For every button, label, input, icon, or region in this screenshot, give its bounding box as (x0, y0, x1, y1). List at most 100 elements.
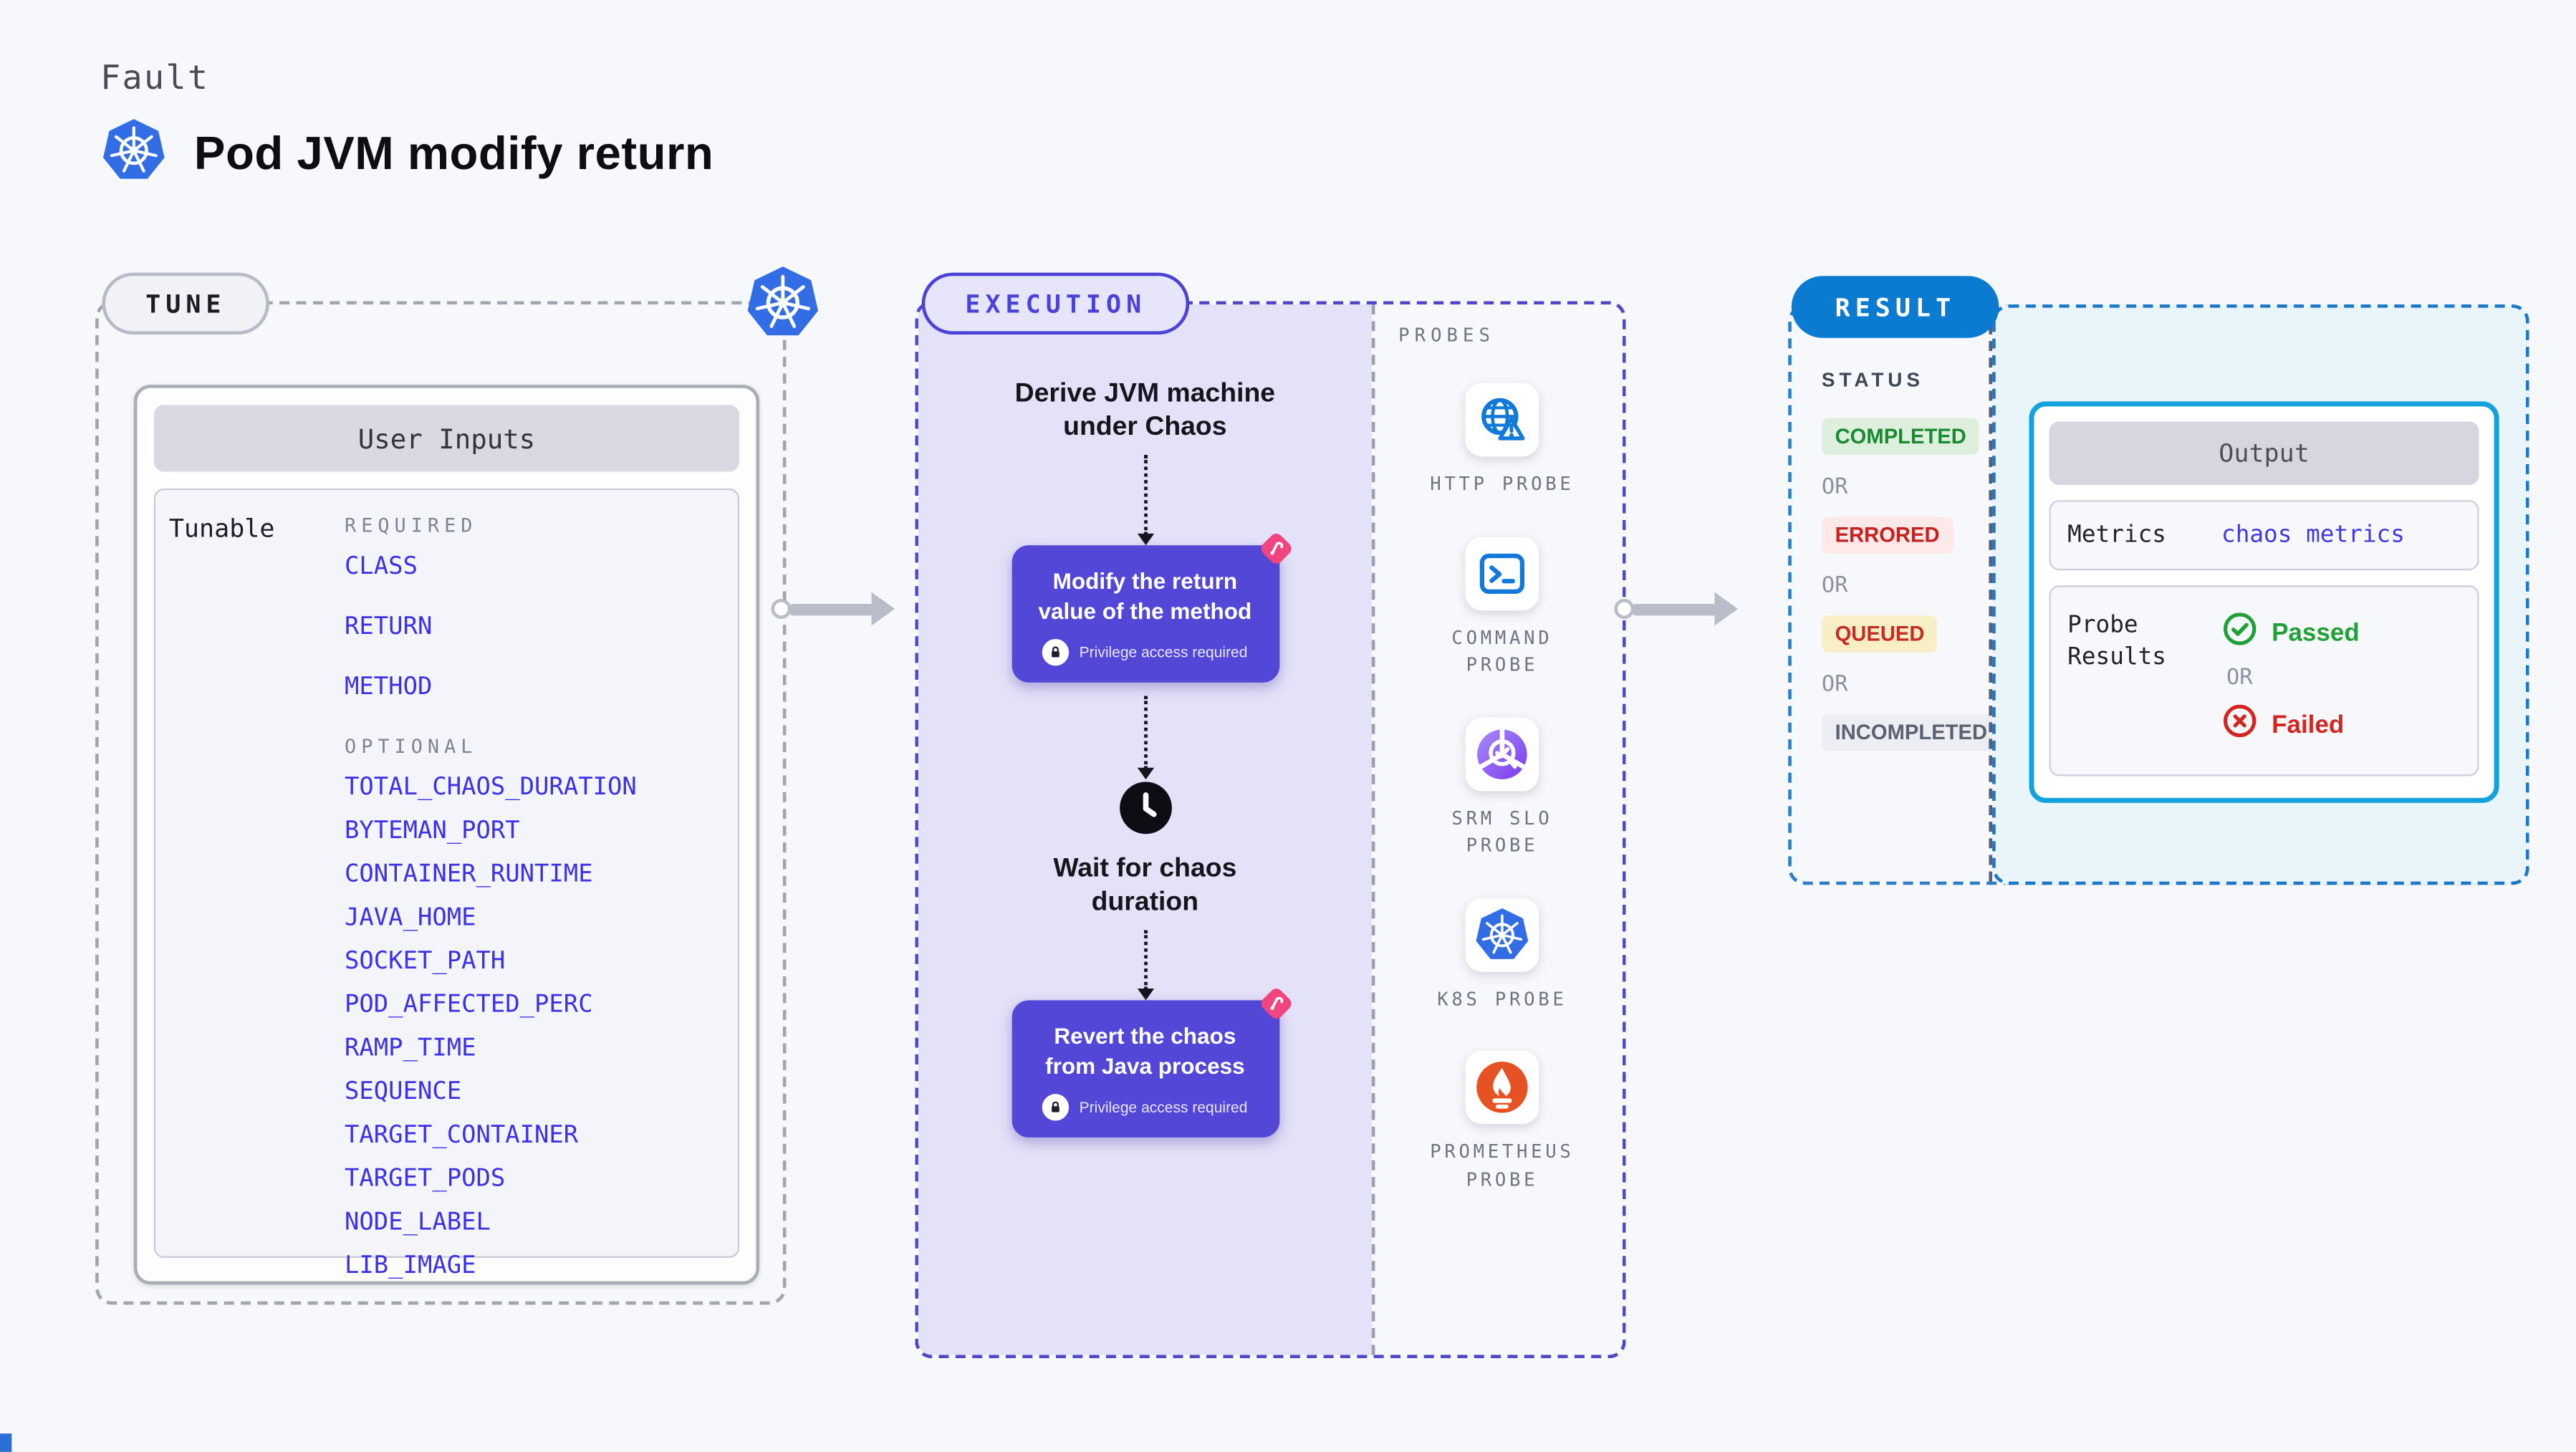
tunable-item: RETURN (345, 613, 433, 641)
result-panel: RESULT STATUS COMPLETED OR ERRORED OR QU… (1788, 276, 2529, 885)
probe-item-command: COMMAND PROBE (1408, 536, 1596, 680)
execution-panel: EXECUTION Derive JVM machine under Chaos (915, 272, 1626, 1359)
chaos-experiment-icon (1254, 527, 1297, 577)
probe-results-label: Probe Results (2067, 612, 2166, 671)
or-separator: OR (1821, 573, 1848, 599)
tunable-row-label: Tunable (168, 513, 275, 544)
status-output-divider (1989, 307, 1993, 882)
execution-flow: Derive JVM machine under Chaos Modi (918, 304, 1372, 1355)
kubernetes-icon (1465, 897, 1539, 971)
tunable-item: SOCKET_PATH (345, 948, 506, 976)
probe-label: COMMAND PROBE (1451, 626, 1553, 676)
status-column: STATUS COMPLETED OR ERRORED OR QUEUED OR… (1792, 308, 2001, 882)
arrow-head-icon (1136, 533, 1154, 546)
revert-step-box: Revert the chaos from Java process Privi… (1011, 989, 1291, 1138)
check-circle-icon (2221, 610, 2258, 654)
tune-to-execution-arrow (771, 592, 895, 626)
tune-badge: TUNE (102, 272, 270, 335)
probe-failed-line: Failed (2221, 703, 2360, 746)
arrow-head-icon (1714, 592, 1739, 626)
status-badge-errored: ERRORED (1821, 516, 1953, 554)
flow-connector (1143, 455, 1147, 536)
modify-step-box: Modify the return value of the method Pr… (1011, 534, 1291, 683)
modify-step-label: Modify the return value of the method (1038, 568, 1252, 623)
globe-alert-icon (1465, 383, 1539, 457)
page-title-bar: Pod JVM modify return (100, 117, 713, 191)
probes-panel: PROBES (1371, 304, 1630, 1355)
metrics-value: chaos metrics (2221, 521, 2405, 549)
metrics-row: Metrics chaos metrics (2049, 500, 2479, 571)
tunable-item: CLASS (345, 553, 418, 581)
tunable-item: METHOD (345, 674, 433, 701)
tunable-item: TARGET_PODS (345, 1165, 506, 1193)
clock-icon (1117, 779, 1173, 843)
arrow-head-icon (871, 592, 895, 626)
probe-item-prometheus: PROMETHEUS PROBE (1408, 1050, 1596, 1194)
probe-label: PROMETHEUS PROBE (1430, 1140, 1575, 1191)
tunable-item: SEQUENCE (345, 1079, 462, 1106)
user-inputs-body: Tunable REQUIRED CLASS RETURN METHOD OPT… (153, 488, 740, 1279)
tunable-item: CONTAINER_RUNTIME (345, 861, 593, 888)
page-title: Pod JVM modify return (193, 127, 714, 179)
probe-label: K8S PROBE (1437, 987, 1567, 1010)
tunable-item: JAVA_HOME (345, 905, 476, 932)
required-section-label: REQUIRED (345, 513, 478, 537)
or-separator: OR (2226, 665, 2253, 691)
probe-item-k8s: K8S PROBE (1408, 897, 1596, 1014)
page-edge-artifact (0, 1433, 12, 1452)
arrow-head-icon (1136, 768, 1154, 780)
probe-results-row: Probe Results Passed OR (2049, 585, 2479, 777)
output-panel: Output Metrics chaos metrics Probe Resul… (1992, 304, 2529, 885)
user-inputs-header: User Inputs (153, 405, 740, 472)
revert-step-label: Revert the chaos from Java process (1045, 1024, 1245, 1079)
flow-connector (1143, 696, 1147, 770)
or-separator: OR (1821, 475, 1848, 501)
tunable-item: LIB_IMAGE (345, 1252, 476, 1280)
flow-connector (1143, 930, 1147, 991)
privilege-note-text: Privilege access required (1079, 1099, 1248, 1116)
probe-label: HTTP PROBE (1430, 473, 1575, 496)
derive-step-label: Derive JVM machine under Chaos (1014, 380, 1276, 442)
optional-section-label: OPTIONAL (345, 734, 478, 758)
probe-item-srm-slo: SRM SLO PROBE (1408, 716, 1596, 861)
status-section-label: STATUS (1821, 367, 1924, 392)
passed-label: Passed (2272, 617, 2360, 647)
terminal-icon (1465, 536, 1539, 610)
metrics-label: Metrics (2067, 521, 2166, 548)
tunable-item: TOTAL_CHAOS_DURATION (345, 774, 637, 802)
probes-section-label: PROBES (1398, 324, 1495, 347)
kubernetes-icon (100, 117, 167, 191)
status-badge-queued: QUEUED (1821, 615, 1938, 653)
prometheus-flame-icon (1465, 1050, 1539, 1125)
wait-step-label: Wait for chaos duration (1053, 855, 1237, 917)
arrow-start-dot (1614, 598, 1635, 619)
privilege-note: Privilege access required (1028, 639, 1262, 666)
status-badge-completed: COMPLETED (1821, 418, 1980, 456)
execution-to-result-arrow (1614, 592, 1739, 626)
tune-panel: TUNE User Inputs Tunable REQUIRED (95, 266, 819, 1305)
kubernetes-icon (744, 264, 821, 348)
output-box: Output Metrics chaos metrics Probe Resul… (2029, 401, 2499, 803)
result-badge: RESULT (1791, 276, 1999, 338)
tunable-item: POD_AFFECTED_PERC (345, 991, 593, 1019)
tunable-item: BYTEMAN_PORT (345, 817, 520, 845)
or-separator: OR (1821, 672, 1848, 698)
status-badge-incompleted: INCOMPLETED (1821, 714, 2001, 751)
lock-icon (1042, 1094, 1070, 1121)
probe-passed-line: Passed (2221, 610, 2360, 654)
probe-label: SRM SLO PROBE (1451, 807, 1553, 857)
tunable-item: NODE_LABEL (345, 1209, 491, 1236)
arrow-start-dot (771, 598, 792, 619)
probe-item-http: HTTP PROBE (1408, 383, 1596, 499)
tunable-item: TARGET_CONTAINER (345, 1122, 579, 1150)
chaos-experiment-icon (1254, 982, 1297, 1032)
slo-gauge-icon (1465, 716, 1539, 791)
lock-icon (1042, 639, 1070, 666)
privilege-note-text: Privilege access required (1079, 644, 1248, 661)
execution-badge: EXECUTION (921, 272, 1190, 335)
output-header: Output (2049, 421, 2479, 486)
failed-label: Failed (2272, 710, 2345, 739)
user-inputs-table: User Inputs Tunable REQUIRED CLASS RETUR… (133, 385, 760, 1285)
tunable-item: RAMP_TIME (345, 1035, 476, 1062)
